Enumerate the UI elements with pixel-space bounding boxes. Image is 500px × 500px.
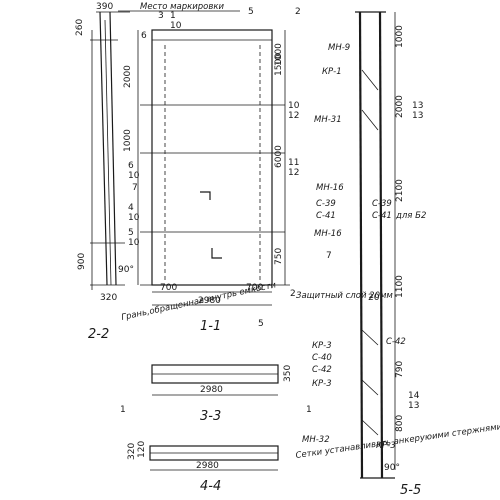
- dim-1500: 1500: [274, 53, 284, 76]
- callout-12-b: 12: [288, 168, 299, 178]
- dim-2000: 2000: [123, 65, 133, 88]
- dim-320: 320: [100, 293, 117, 303]
- callout-2-bottom: 2: [290, 289, 296, 299]
- dim-1000-left: 1000: [123, 129, 133, 152]
- callout-12-a: 12: [288, 111, 299, 121]
- section-1-1-view: Место маркировки 2000 1500 1000 6000 100…: [118, 2, 393, 334]
- callout-4: 4: [128, 203, 134, 213]
- note-for-b2: для Б2: [395, 211, 426, 221]
- section-title-3-3: 3-3: [200, 409, 221, 424]
- dim-1100-5-5: 1100: [395, 275, 405, 298]
- dim-800-5-5: 800: [395, 415, 405, 432]
- callout-13-c: 13: [408, 401, 419, 411]
- dim-790-5-5: 790: [395, 361, 405, 378]
- dim-320-4-4: 320: [127, 443, 137, 460]
- callout-10-c: 10: [128, 213, 140, 223]
- dim-1000-right: 1000: [274, 43, 284, 66]
- mark-c41-right: С-41: [372, 211, 392, 221]
- dim-2980-4-4: 2980: [196, 461, 219, 471]
- dim-2100-5-5: 2100: [395, 179, 405, 202]
- grid-install-note: Сетки устанавливать анкеруюими стержнями…: [295, 406, 500, 461]
- angle-90-left: 90°: [118, 265, 134, 275]
- callout-10-b: 10: [128, 171, 140, 181]
- callout-6: 6: [141, 31, 147, 41]
- callout-14: 14: [408, 391, 420, 401]
- mark-c39-left: С-39: [316, 199, 336, 209]
- callout-10-12-a: 10: [288, 101, 300, 111]
- dim-1000-5-5: 1000: [395, 25, 405, 48]
- dim-2980-top: 2980: [198, 296, 221, 306]
- section-title-4-4: 4-4: [200, 479, 221, 494]
- dim-260: 260: [75, 19, 85, 36]
- dim-700-right: 700: [246, 283, 263, 293]
- marking-place-label: Место маркировки: [140, 2, 225, 12]
- mark-mn9: МН-9: [328, 43, 350, 53]
- callout-10: 10: [170, 21, 182, 31]
- dim-900-left: 900: [77, 253, 87, 270]
- dim-750: 750: [274, 248, 284, 265]
- callout-11: 11: [288, 158, 299, 168]
- angle-90-5-5: 90°: [384, 463, 400, 473]
- callout-7: 7: [132, 183, 138, 193]
- dim-6000: 6000: [274, 145, 284, 168]
- dim-2000-5-5: 2000: [395, 95, 405, 118]
- callout-10-d: 10: [128, 238, 140, 248]
- callout-5-top: 5: [248, 7, 254, 17]
- dim-390: 390: [96, 2, 113, 12]
- dim-120-4-4: 120: [137, 441, 147, 458]
- mark-kr1: КР-1: [322, 67, 342, 77]
- mark-kr3-c: КР-3: [376, 441, 396, 451]
- callout-5-bottom: 5: [258, 319, 264, 329]
- dim-2980-3-3: 2980: [200, 385, 223, 395]
- protective-layer-note: Защитный слой 20мм: [296, 291, 393, 301]
- mark-c40: С-40: [312, 353, 332, 363]
- callout-3: 3: [158, 11, 164, 21]
- mark-mn31: МН-31: [314, 115, 342, 125]
- callout-5-b: 5: [128, 228, 134, 238]
- callout-13: 13: [412, 101, 423, 111]
- section-4-4-view: 2980 320 120 4-4: [127, 441, 279, 494]
- section-5-5-view: 1000 2000 2100 20 1100 790 800 90° 5-5 М…: [295, 11, 500, 498]
- mark-c42-left: С-42: [312, 365, 332, 375]
- section-title-5-5: 5-5: [400, 483, 421, 498]
- callout-1: 1: [170, 11, 176, 21]
- dim-20-5-5: 20: [368, 293, 380, 303]
- mark-mn16-b: МН-16: [314, 229, 342, 239]
- callout-1-right: 1: [306, 405, 312, 415]
- dim-700-left: 700: [160, 283, 177, 293]
- mark-mn16-a: МН-16: [316, 183, 344, 193]
- mark-c41-left: С-41: [316, 211, 336, 221]
- section-3-3-view: 2980 350 3-3 1 1: [120, 364, 312, 424]
- callout-2-top: 2: [295, 7, 301, 17]
- mark-c42-right: С-42: [386, 337, 406, 347]
- callout-13-b: 13: [412, 111, 423, 121]
- section-title-2-2: 2-2: [88, 327, 109, 342]
- mark-kr3-b: КР-3: [312, 379, 332, 389]
- mark-kr3-a: КР-3: [312, 341, 332, 351]
- callout-6-10-b: 6: [128, 161, 134, 171]
- callout-1-left: 1: [120, 405, 126, 415]
- mark-mn32: МН-32: [302, 435, 330, 445]
- mark-c39-right: С-39: [372, 199, 392, 209]
- section-title-1-1: 1-1: [200, 319, 221, 334]
- dim-350: 350: [283, 365, 293, 382]
- callout-7-b: 7: [326, 251, 332, 261]
